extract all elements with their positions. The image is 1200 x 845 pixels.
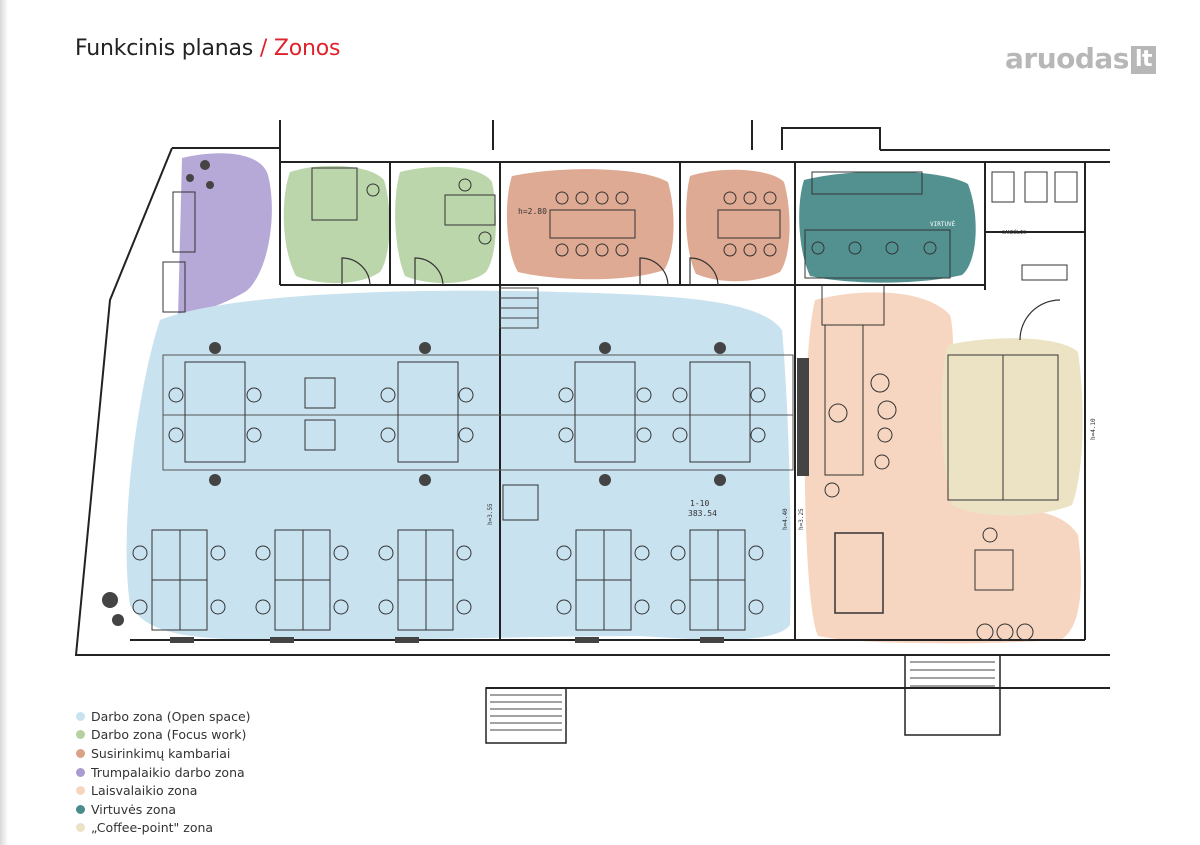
legend-item-coffee: „Coffee-point" zona — [76, 819, 251, 838]
legend-label: Susirinkimų kambariai — [91, 745, 231, 761]
entry-stairs — [485, 687, 567, 744]
logo-text: aruodas — [1005, 42, 1129, 75]
plan-labels: h=2.80 1-10 383.54 VIRTUVĖ SANDĖLIS h=3.… — [487, 207, 1097, 530]
label-storage: SANDĖLIS — [1002, 229, 1026, 236]
label-room-id: 1-10 — [690, 499, 709, 508]
legend-item-meeting: Susirinkimų kambariai — [76, 744, 251, 763]
legend-item-kitchen: Virtuvės zona — [76, 800, 251, 819]
legend-label: Trumpalaikio darbo zona — [91, 764, 245, 780]
legend-label: Laisvalaikio zona — [91, 783, 198, 799]
legend-dot-icon — [76, 786, 85, 796]
label-h1: h=3.55 — [487, 503, 494, 525]
label-h3: h=3.25 — [798, 508, 805, 530]
legend-item-leisure: Laisvalaikio zona — [76, 781, 251, 800]
label-kitchen: VIRTUVĖ — [930, 221, 956, 228]
logo-box: lt — [1130, 46, 1157, 74]
legend-dot-icon — [76, 730, 85, 740]
legend-dot-icon — [76, 711, 85, 721]
legend-label: „Coffee-point" zona — [91, 820, 214, 836]
furniture — [151, 167, 1078, 631]
legend-dot-icon — [76, 748, 85, 758]
zone-meeting-2 — [686, 169, 790, 282]
legend-label: Darbo zona (Focus work) — [91, 727, 247, 743]
legend-label: Virtuvės zona — [91, 801, 177, 817]
entry-porch — [904, 654, 1001, 736]
zones — [126, 153, 1083, 644]
legend-label: Darbo zona (Open space) — [91, 708, 251, 724]
doors — [341, 257, 1061, 341]
title-accent: Zonos — [273, 36, 341, 61]
stairs-hatch — [490, 287, 995, 731]
legend-item-short-term: Trumpalaikio darbo zona — [76, 763, 251, 782]
title-separator: / — [253, 36, 274, 61]
zone-meeting-1 — [506, 169, 674, 280]
legend-dot-icon — [76, 767, 85, 777]
legend-item-open-space: Darbo zona (Open space) — [76, 707, 251, 726]
label-meeting-height: h=2.80 — [518, 207, 547, 216]
zone-leisure — [804, 292, 1081, 644]
label-h4: h=4.10 — [1090, 418, 1097, 440]
legend: Darbo zona (Open space) Darbo zona (Focu… — [76, 707, 251, 837]
wall-notch — [781, 127, 881, 150]
page-edge-shadow — [0, 0, 8, 845]
outer-wall — [74, 147, 1110, 656]
legend-dot-icon — [76, 823, 85, 833]
zone-focus-1 — [283, 165, 390, 284]
title-main: Funkcinis planas — [75, 36, 254, 61]
legend-dot-icon — [76, 804, 85, 814]
page-title: Funkcinis planas / Zonos — [75, 36, 340, 61]
label-h2: h=4.40 — [782, 508, 789, 530]
walls — [74, 120, 1110, 744]
label-room-area: 383.54 — [688, 509, 717, 518]
zone-open-space — [126, 290, 791, 640]
zone-short-term — [178, 153, 272, 318]
legend-item-focus-work: Darbo zona (Focus work) — [76, 726, 251, 745]
zone-coffee — [941, 338, 1083, 516]
plants — [102, 160, 809, 643]
chairs — [132, 178, 1034, 641]
zone-kitchen — [799, 171, 976, 283]
